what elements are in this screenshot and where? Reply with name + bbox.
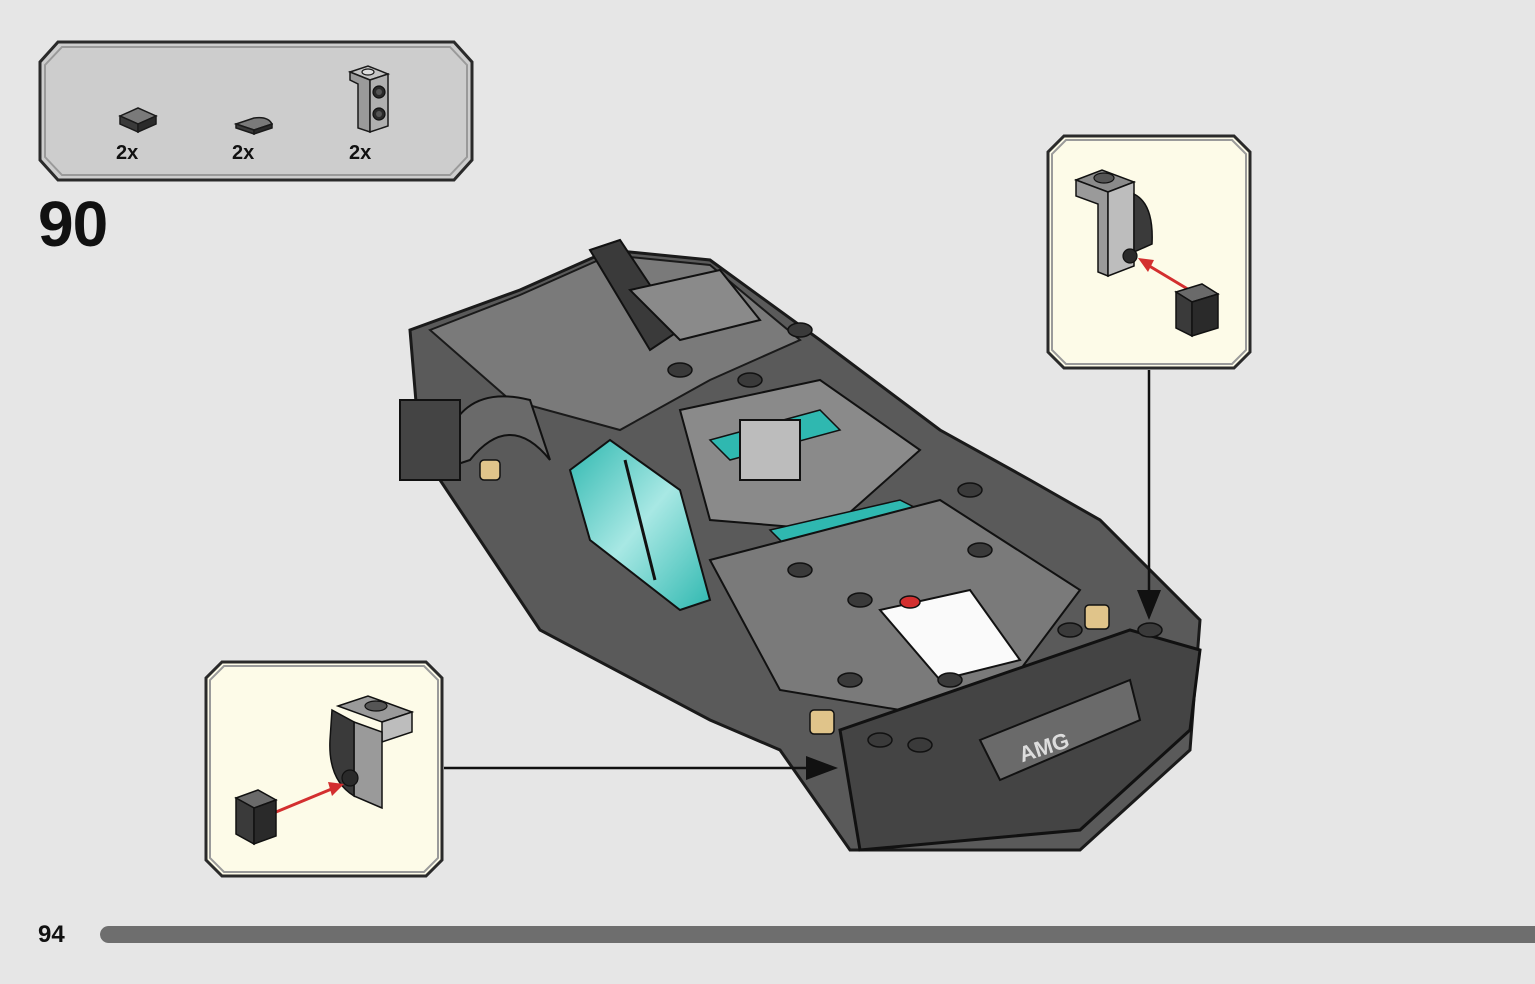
arrow-right-icon bbox=[444, 756, 838, 780]
detail-callout-frame bbox=[1046, 134, 1252, 370]
parts-callout: 2x 2x 2x bbox=[38, 40, 474, 182]
part-qty: 2x bbox=[232, 142, 255, 164]
car-model-illustration: AMG bbox=[399, 238, 1202, 852]
page-number: 94 bbox=[38, 921, 65, 948]
progress-bar bbox=[100, 926, 1535, 943]
part-qty: 2x bbox=[116, 142, 139, 164]
progress-bar-fill bbox=[100, 926, 1535, 943]
red-assembly-arrow-icon bbox=[275, 782, 344, 814]
bracket-icon bbox=[347, 65, 391, 134]
detail-callout-front bbox=[204, 660, 444, 878]
step-number: 90 bbox=[38, 188, 108, 260]
detail-callout-rear bbox=[1046, 134, 1252, 370]
detail-callout-frame bbox=[204, 660, 444, 878]
arrow-down-icon bbox=[1137, 370, 1161, 620]
part-qty: 2x bbox=[349, 142, 372, 164]
quarter-round-tile-icon bbox=[233, 116, 274, 136]
plate-1x1-icon bbox=[118, 107, 158, 134]
